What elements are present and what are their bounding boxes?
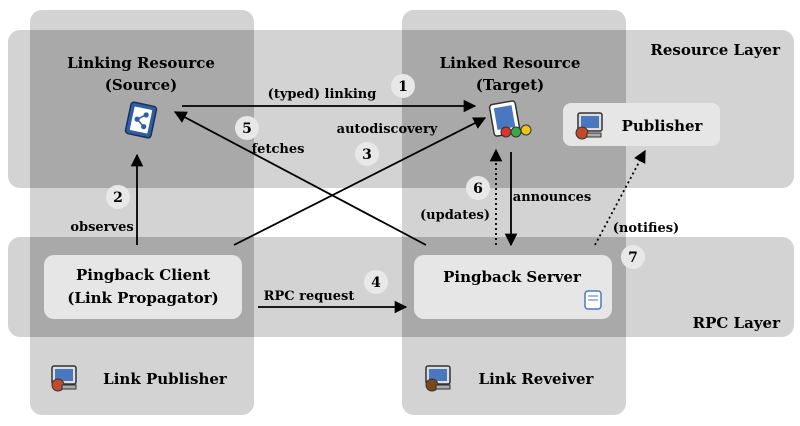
svg-text:4: 4	[371, 275, 381, 291]
announces-label: announces	[513, 190, 591, 205]
pingback-server-box	[414, 255, 612, 319]
link-publisher-label: Link Publisher	[103, 370, 228, 388]
client-title-line2: (Link Propagator)	[67, 289, 218, 307]
notifies-label: (notifies)	[613, 221, 679, 236]
publisher-label: Publisher	[622, 117, 704, 135]
server-title: Pingback Server	[443, 268, 582, 286]
autodiscovery-label: autodiscovery	[337, 122, 438, 137]
pingback-client-box	[44, 255, 242, 319]
rpc-layer-label: RPC Layer	[693, 314, 781, 332]
share-document-icon	[124, 101, 158, 139]
step-badge-7: 7	[621, 245, 645, 269]
arrow-autodiscovery	[233, 117, 487, 246]
svg-text:7: 7	[628, 250, 638, 266]
link-receiver-label: Link Reveiver	[479, 370, 595, 388]
svg-text:2: 2	[113, 190, 123, 206]
svg-text:5: 5	[242, 121, 252, 137]
step-badge-4: 4	[364, 270, 388, 294]
observes-label: observes	[70, 220, 133, 235]
computer-user-icon	[575, 112, 603, 140]
link-receiver-icon	[425, 365, 451, 392]
fetches-label: fetches	[252, 142, 305, 157]
arrow-fetches	[173, 111, 427, 246]
resource-layer-label: Resource Layer	[650, 41, 781, 59]
updates-label: (updates)	[420, 208, 490, 223]
step-badge-1: 1	[391, 74, 415, 98]
source-title-line2: (Source)	[105, 76, 178, 94]
step-badge-5: 5	[235, 116, 259, 140]
target-title-line2: (Target)	[476, 76, 545, 94]
link-publisher-icon	[51, 365, 77, 392]
client-title-line1: Pingback Client	[76, 266, 210, 284]
database-icon	[584, 290, 602, 310]
linked-document-icon	[488, 100, 532, 138]
step-badge-2: 2	[106, 185, 130, 209]
rpc-request-label: RPC request	[264, 289, 355, 304]
svg-text:6: 6	[473, 181, 483, 197]
source-title-line1: Linking Resource	[67, 54, 215, 72]
typed-linking-label: (typed) linking	[268, 87, 377, 102]
target-title-line1: Linked Resource	[440, 54, 581, 72]
step-badge-6: 6	[466, 176, 490, 200]
svg-text:3: 3	[362, 147, 372, 163]
step-badge-3: 3	[355, 142, 379, 166]
svg-text:1: 1	[398, 79, 408, 95]
